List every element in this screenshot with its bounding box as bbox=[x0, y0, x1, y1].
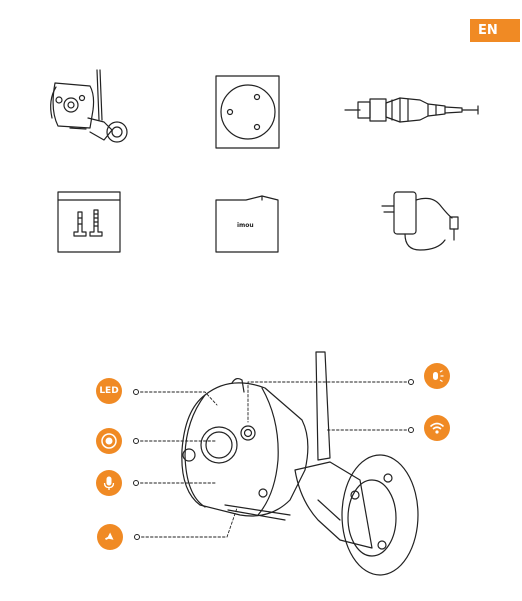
light-sensor-icon bbox=[424, 363, 450, 389]
led-label: LED bbox=[99, 386, 118, 396]
callout-dot bbox=[134, 439, 139, 444]
microphone-icon bbox=[96, 470, 122, 496]
spotlight-icon bbox=[96, 428, 122, 454]
callout-dot bbox=[135, 535, 140, 540]
waterproof-connector-thumbnail bbox=[345, 98, 478, 122]
power-adapter-thumbnail bbox=[382, 192, 458, 250]
speaker-icon bbox=[97, 524, 123, 550]
mounting-template-thumbnail bbox=[216, 76, 279, 148]
callout-dot bbox=[409, 428, 414, 433]
manual-brand-text: imou bbox=[237, 222, 254, 229]
led-indicator-icon: LED bbox=[96, 378, 122, 404]
camera-thumbnail bbox=[51, 70, 127, 142]
camera-diagram bbox=[182, 352, 418, 575]
wifi-icon bbox=[424, 415, 450, 441]
callout-lines bbox=[136, 382, 411, 537]
callout-dot bbox=[134, 390, 139, 395]
callout-dot bbox=[134, 481, 139, 486]
screw-pack-thumbnail bbox=[58, 192, 120, 252]
callout-dot bbox=[409, 380, 414, 385]
